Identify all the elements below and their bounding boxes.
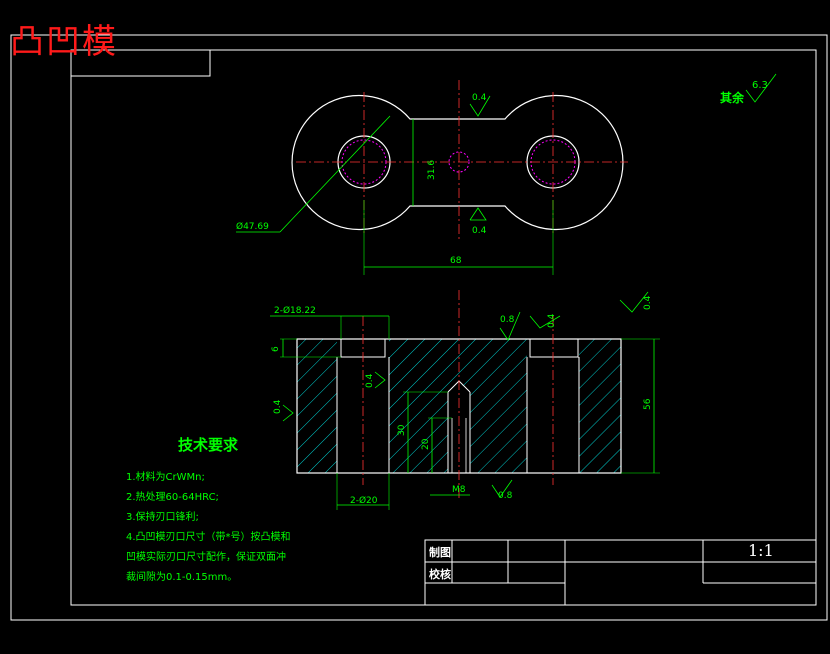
tech-item: 1.材料为CrWMn; (126, 472, 205, 483)
tech-item: 2.热处理60-64HRC; (126, 492, 219, 503)
dim-rough-04-c: 0.4 (643, 295, 653, 310)
title-block-scale: 1:1 (748, 541, 774, 560)
dim-height-56: 56 (643, 398, 653, 410)
roughness-general-label: 其余 (720, 90, 745, 105)
dim-height-30: 30 (397, 424, 407, 436)
top-left-box (70, 49, 211, 77)
dim-radius-47: Ø47.69 (236, 221, 269, 232)
dim-thread-m8: M8 (452, 485, 466, 495)
dim-rough-04-d: 0.4 (273, 399, 283, 414)
dim-tol-top: 0.4 (472, 93, 487, 103)
dim-width-31: 31.6 (427, 160, 437, 180)
roughness-general-value: 6.3 (752, 80, 768, 91)
dim-holes-2x-d: 2-Ø20 (350, 495, 378, 506)
top-view (236, 80, 628, 275)
tech-requirements-title: 技术要求 (178, 436, 239, 454)
tech-item: 3.保持刃口锋利; (126, 512, 199, 523)
dim-rough-08-b: 0.8 (498, 491, 513, 501)
dim-height-20: 20 (421, 438, 431, 450)
dim-tol-bottom: 0.4 (472, 226, 487, 236)
dim-center-68: 68 (450, 256, 462, 266)
outer-border (10, 34, 828, 621)
tech-item: 4.凸凹模刃口尺寸（带*号）按凸模和 (126, 532, 291, 543)
dim-rough-04-e: 0.4 (365, 373, 375, 388)
dim-rough-08-a: 0.8 (500, 315, 515, 325)
dim-rough-04-b: 0.4 (547, 313, 557, 328)
roughness-symbol-general (745, 73, 777, 103)
tech-item: 裁间隙为0.1-0.15mm。 (126, 572, 238, 583)
tech-requirements-list: 1.材料为CrWMn; 2.热处理60-64HRC; 3.保持刃口锋利; 4.凸… (126, 468, 291, 588)
dim-depth-6: 6 (271, 346, 281, 352)
title-block-checked: 校核 (429, 568, 451, 581)
section-view (270, 290, 660, 510)
dim-holes-2x: 2-Ø18.22 (274, 305, 316, 316)
tech-item: 凹模实际刃口尺寸配作，保证双面冲 (126, 552, 286, 563)
title-block-drawn: 制图 (429, 546, 451, 559)
title-block (424, 539, 817, 606)
drawing-title: 凸凹模 (10, 22, 118, 62)
